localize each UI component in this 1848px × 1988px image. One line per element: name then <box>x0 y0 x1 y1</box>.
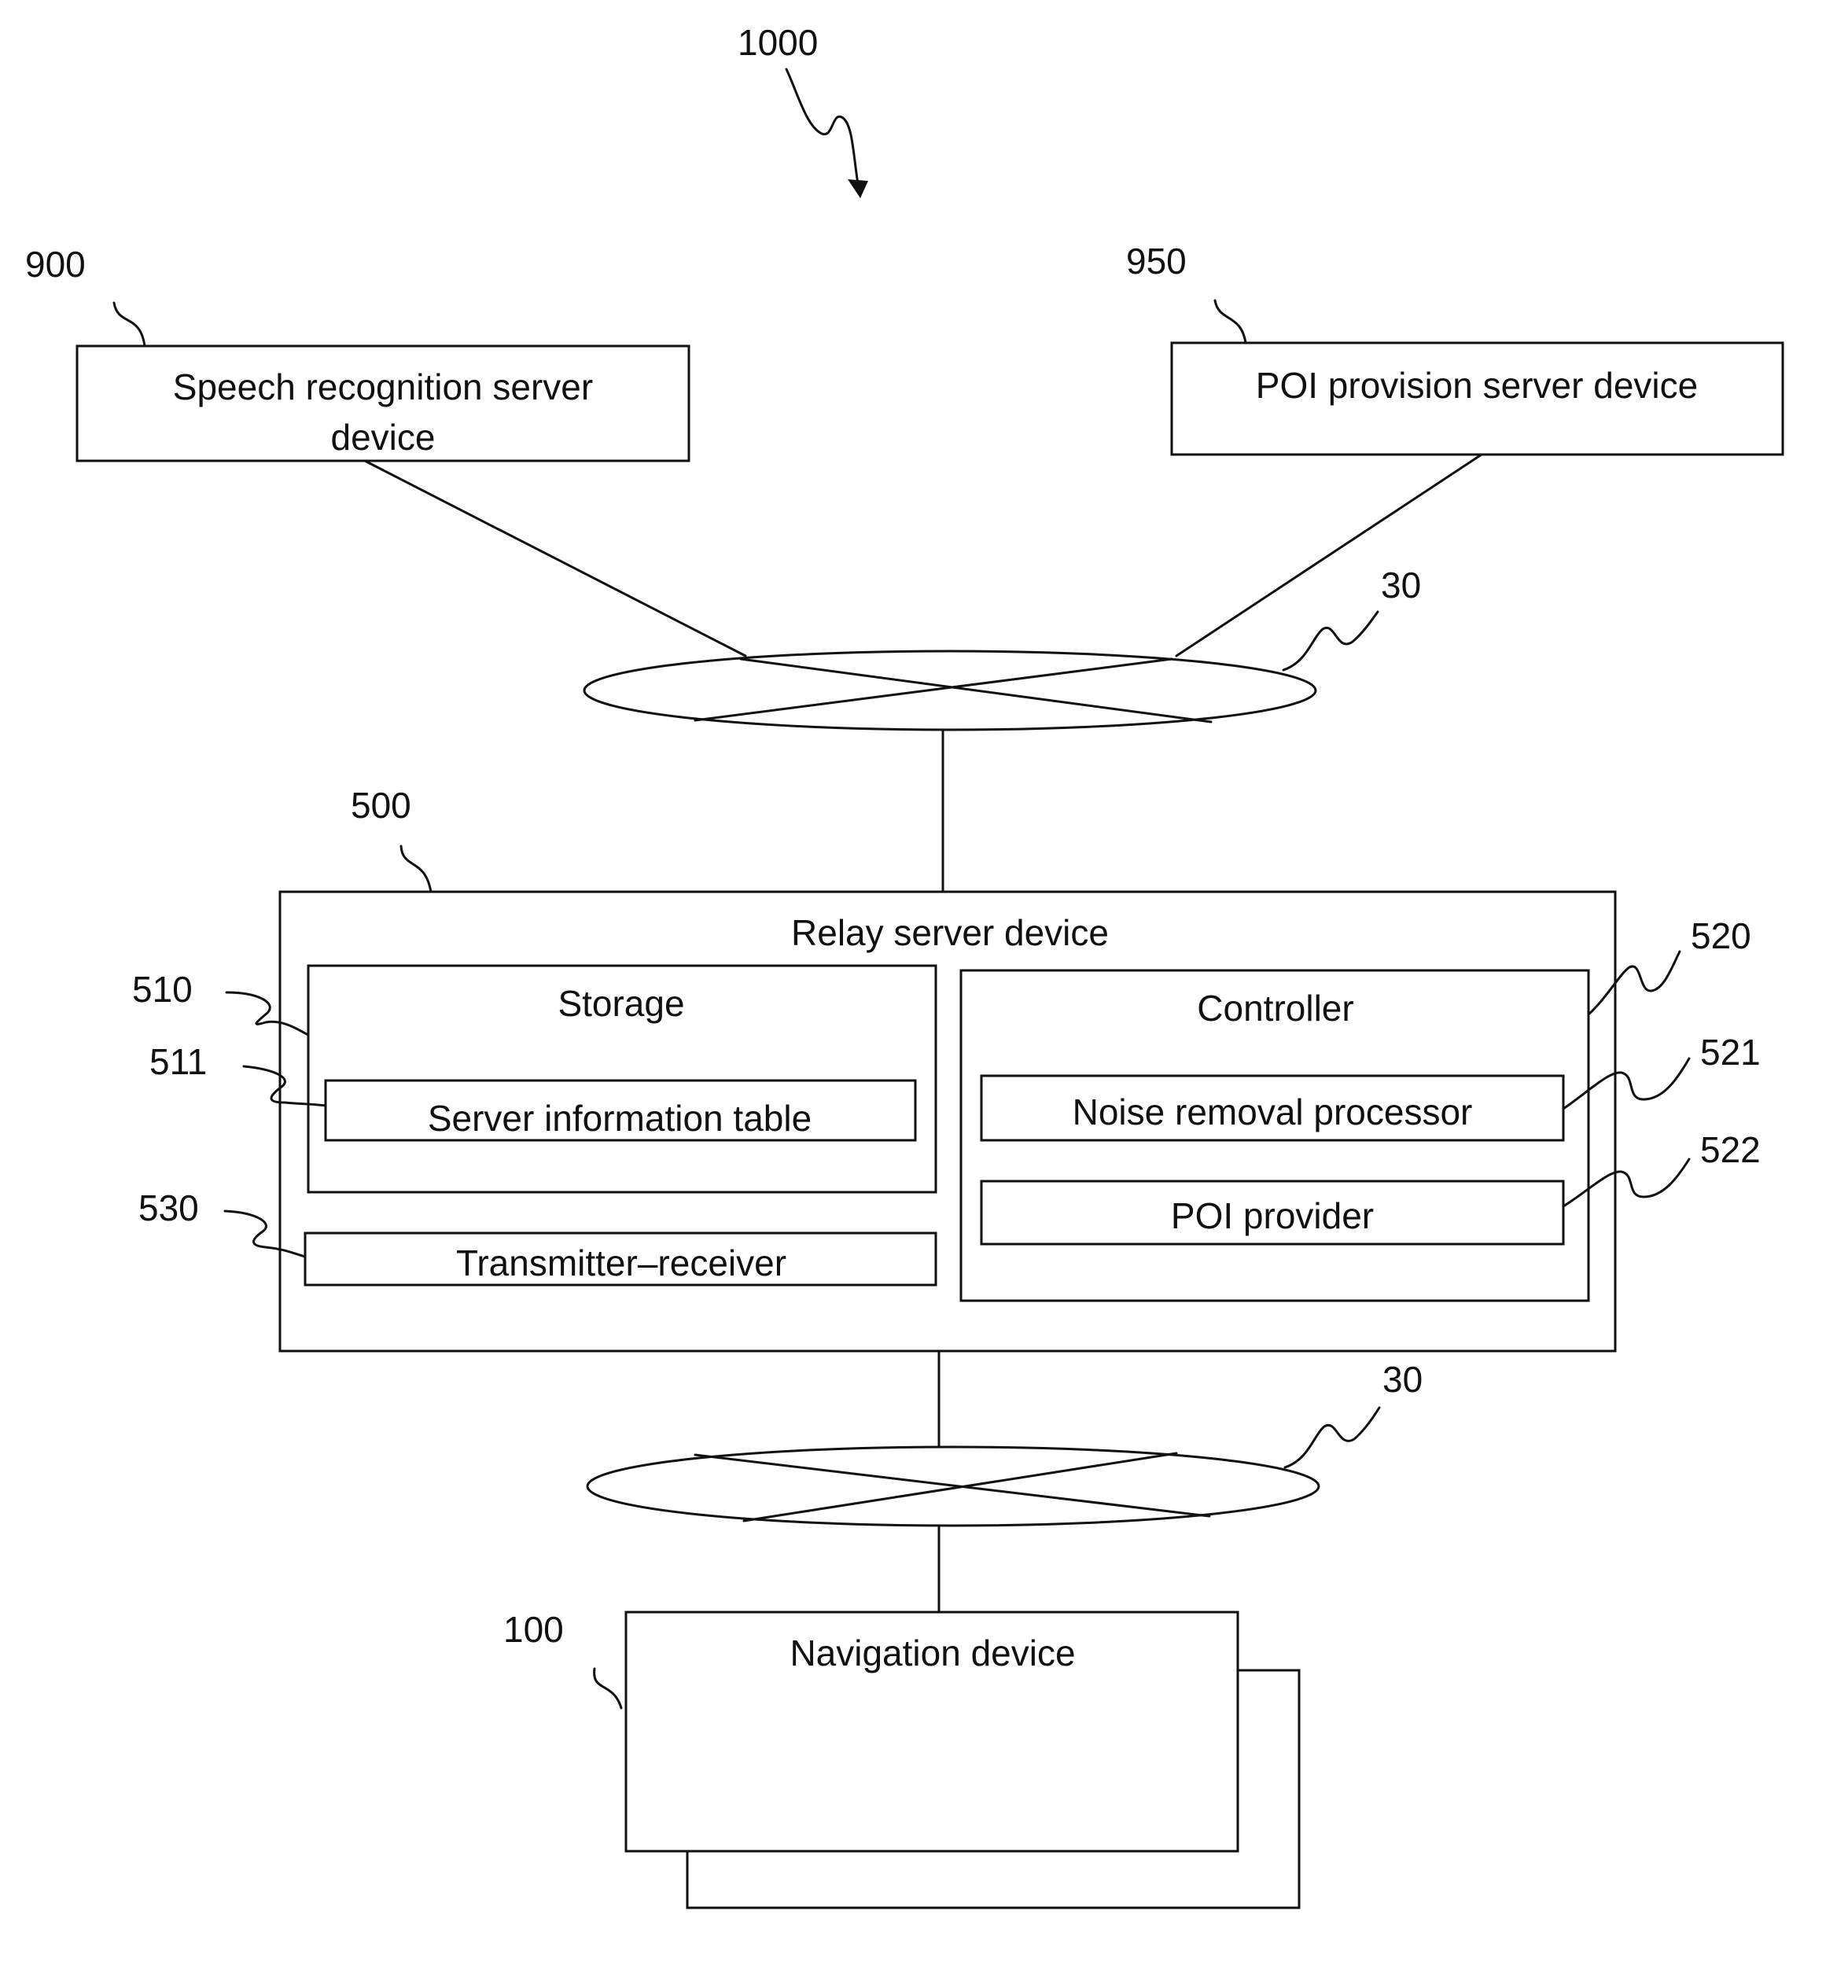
relay-server-leader <box>401 846 431 892</box>
poi-server-leader <box>1215 300 1246 343</box>
poi-provider-ref: 522 <box>1700 1129 1761 1170</box>
poi-server-label: POI provision server device <box>1256 365 1698 406</box>
speech-server-label-line2: device <box>331 417 436 458</box>
network-lower-leader <box>1285 1408 1379 1467</box>
speech-server-link <box>365 461 745 656</box>
network-lower-ref: 30 <box>1382 1359 1423 1400</box>
server-information-table-ref: 511 <box>149 1041 207 1082</box>
navigation-device-ref: 100 <box>503 1609 564 1650</box>
system-ref-arrowhead <box>848 179 868 198</box>
speech-server-leader <box>114 303 145 346</box>
network-upper-leader <box>1283 612 1378 670</box>
network-upper <box>584 651 1316 730</box>
transmitter-receiver-label: Transmitter–receiver <box>456 1242 786 1283</box>
speech-server-ref: 900 <box>25 244 86 285</box>
noise-removal-processor-ref: 521 <box>1700 1032 1761 1073</box>
network-lower <box>587 1447 1319 1526</box>
poi-server-ref: 950 <box>1126 241 1187 282</box>
storage-ref: 510 <box>132 969 193 1010</box>
navigation-device-label: Navigation device <box>790 1633 1075 1673</box>
controller-label: Controller <box>1197 988 1353 1029</box>
server-information-table-label: Server information table <box>428 1098 812 1139</box>
storage-label: Storage <box>558 983 684 1024</box>
relay-server-label: Relay server device <box>791 912 1109 953</box>
poi-provider-label: POI provider <box>1171 1195 1374 1236</box>
system-ref-leader <box>786 69 859 189</box>
controller-ref: 520 <box>1691 915 1751 956</box>
navigation-device-leader <box>595 1669 621 1708</box>
relay-server-ref: 500 <box>351 785 411 826</box>
transmitter-receiver-ref: 530 <box>138 1187 199 1228</box>
speech-server-label-line1: Speech recognition server <box>173 366 593 407</box>
poi-server-link <box>1176 455 1482 656</box>
system-ref-label: 1000 <box>738 22 818 63</box>
noise-removal-processor-label: Noise removal processor <box>1073 1092 1473 1132</box>
network-upper-ref: 30 <box>1381 565 1421 606</box>
